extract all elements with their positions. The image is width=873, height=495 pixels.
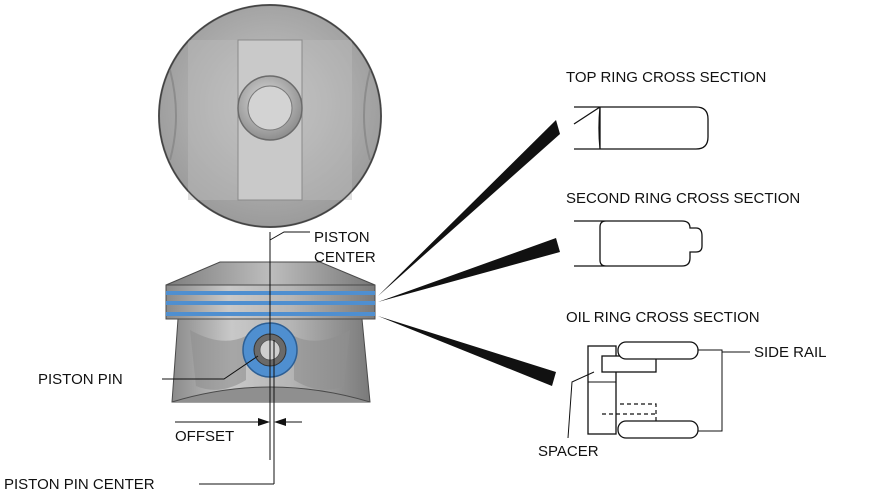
- second-ring-section: [574, 220, 703, 267]
- piston-center-label-2: CENTER: [314, 249, 376, 266]
- top-ring-section: [573, 106, 709, 150]
- piston-side-view: [165, 261, 376, 403]
- piston-pin-leader: [162, 355, 259, 380]
- piston-top-view: [158, 4, 382, 228]
- top-ring-callout: [378, 120, 560, 296]
- spacer-label: SPACER: [538, 443, 599, 460]
- second-ring-title: SECOND RING CROSS SECTION: [566, 190, 800, 207]
- piston-pin-label: PISTON PIN: [38, 371, 123, 388]
- oil-ring-title: OIL RING CROSS SECTION: [566, 309, 760, 326]
- top-ring-title: TOP RING CROSS SECTION: [566, 69, 766, 86]
- offset-dimension: [175, 418, 302, 426]
- oil-ring-callout: [378, 316, 556, 386]
- oil-ring-section: [587, 341, 699, 439]
- second-ring-callout: [378, 238, 560, 302]
- piston-pin-center-label: PISTON PIN CENTER: [4, 476, 155, 493]
- offset-label: OFFSET: [175, 428, 234, 445]
- piston-center-label-1: PISTON: [314, 229, 370, 246]
- side-rail-label: SIDE RAIL: [754, 344, 827, 361]
- piston-center-leader: [269, 231, 310, 241]
- side-rail-leader: [698, 349, 723, 432]
- spacer-leader: [567, 371, 595, 439]
